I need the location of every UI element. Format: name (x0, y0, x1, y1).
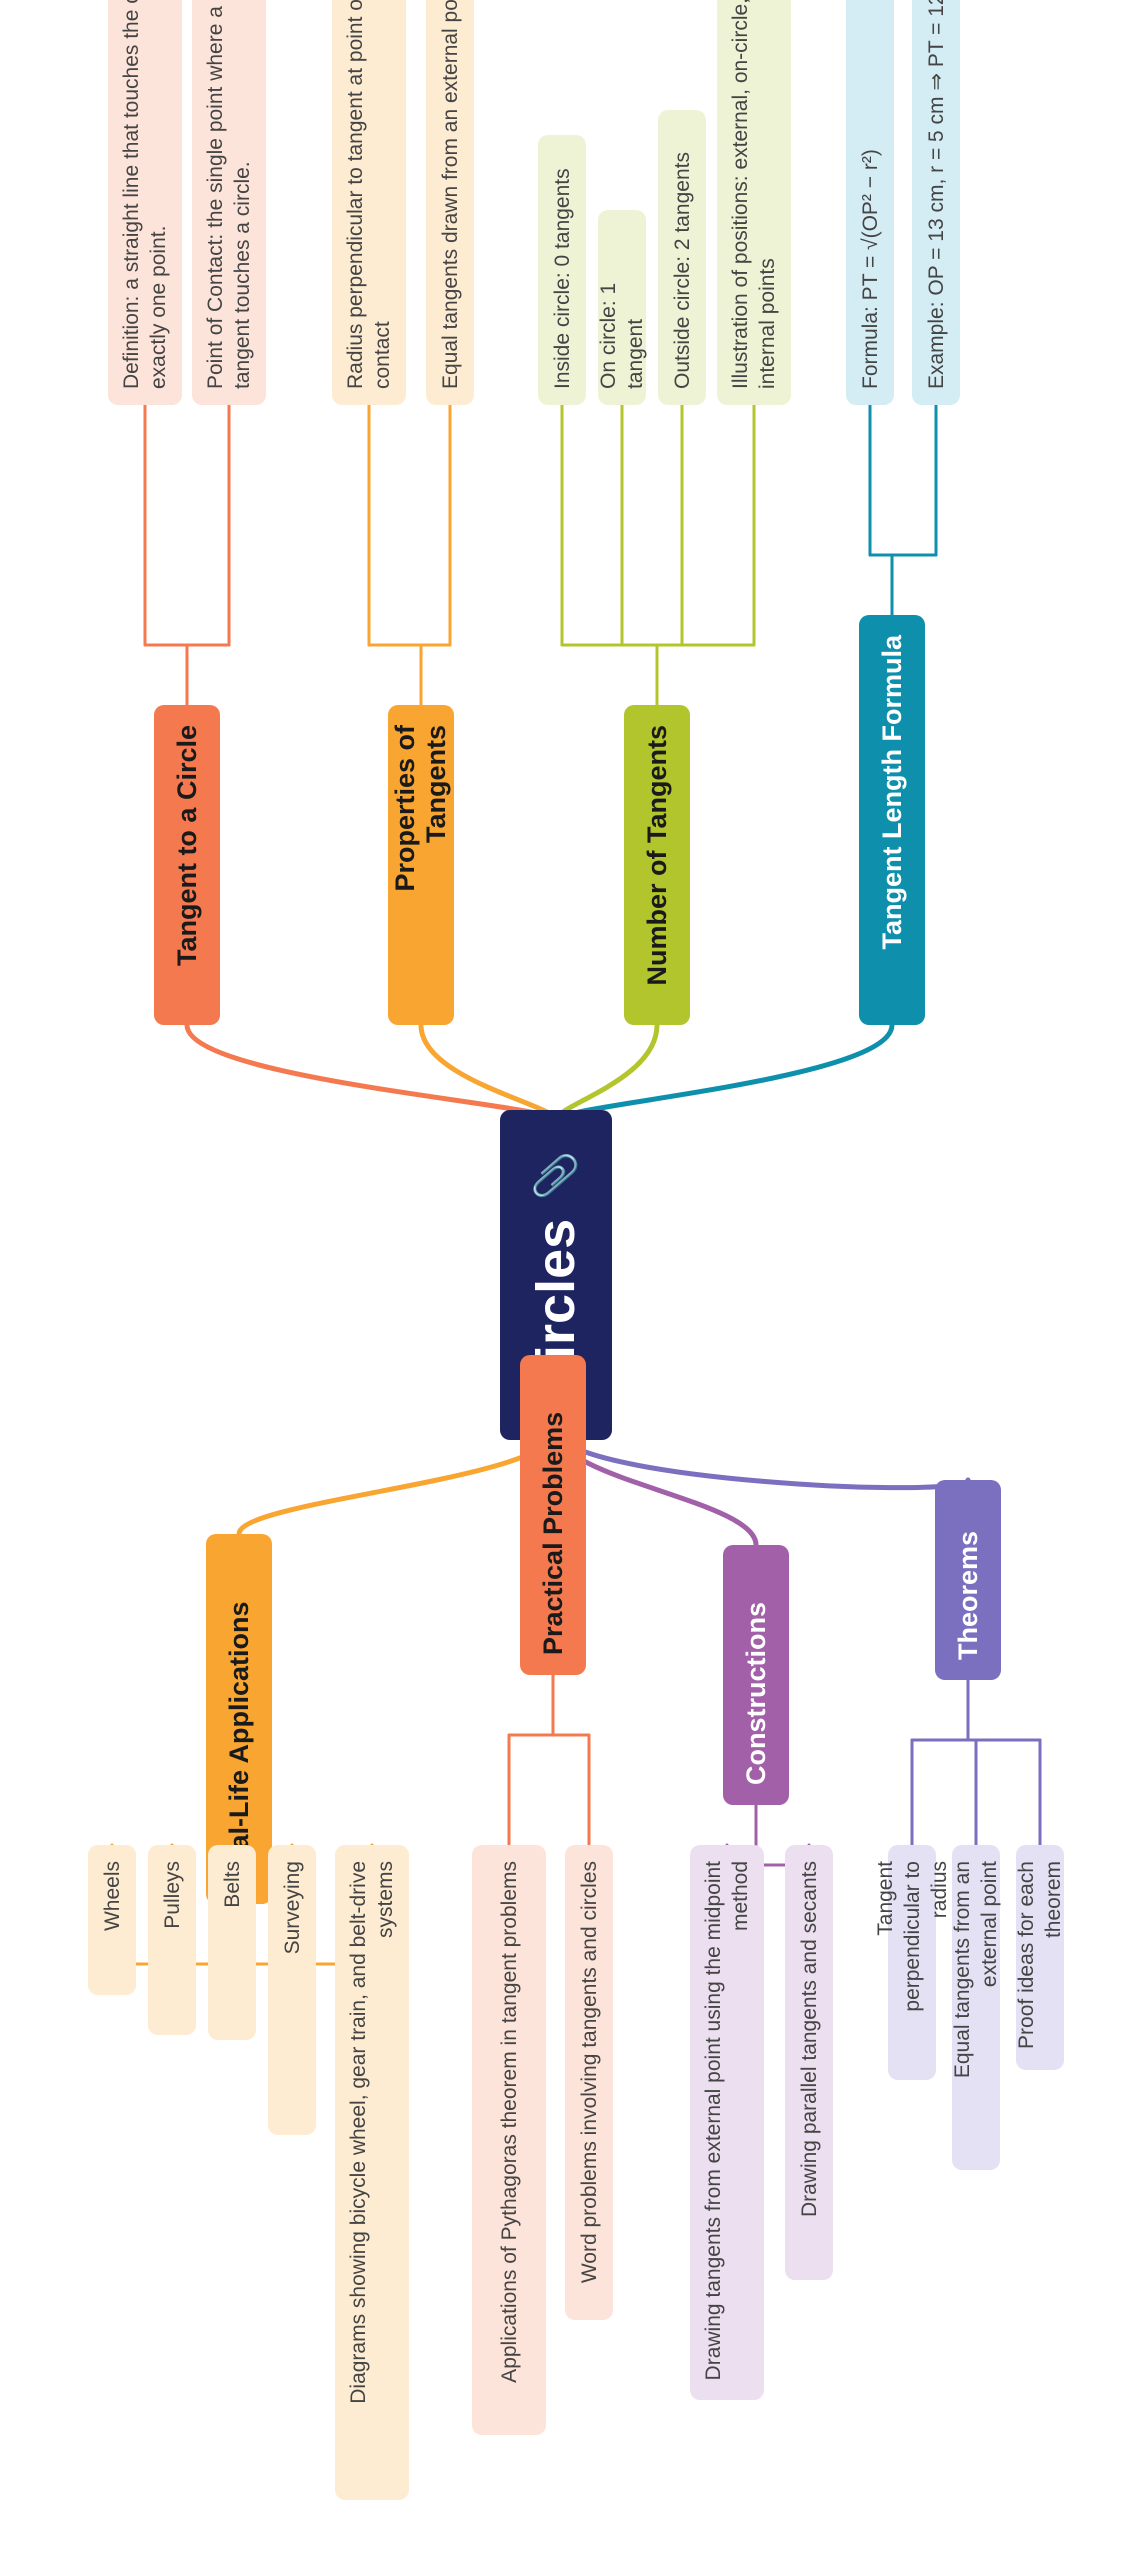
leaf-node[interactable]: Tangent perpendicular to radius (874, 1845, 951, 2080)
leaf-text: Diagrams showing bicycle wheel, gear tra… (347, 1861, 397, 2404)
leaf-node[interactable]: Drawing tangents from external point usi… (690, 1845, 764, 2400)
leaf-text: Drawing parallel tangents and secants (797, 1861, 821, 2218)
leaf-text: Surveying (280, 1861, 304, 1955)
leaf-text: Radius perpendicular to tangent at point… (344, 0, 394, 389)
leaf-node[interactable]: Diagrams showing bicycle wheel, gear tra… (335, 1845, 409, 2500)
leaf-text: Point of Contact: the single point where… (204, 6, 254, 389)
leaf-node[interactable]: Example: OP = 13 cm, r = 5 cm ⇒ PT = 12 … (912, 0, 960, 405)
leaf-text: Example: OP = 13 cm, r = 5 cm ⇒ PT = 12 … (924, 0, 948, 389)
branch-tangent-length-formula[interactable]: Tangent Length Formula (859, 615, 925, 1025)
leaf-text: Pulleys (160, 1861, 184, 1929)
branch-constructions[interactable]: Constructions (723, 1545, 789, 1805)
leaf-text: Formula: PT = √(OP² − r²) (858, 149, 882, 389)
connector-line (184, 1022, 559, 1123)
branch-properties-of-tangents[interactable]: Properties of Tangents (388, 705, 454, 1025)
branch-practical-problems[interactable]: Practical Problems (520, 1355, 586, 1675)
leaf-node[interactable]: Belts (208, 1845, 256, 2040)
leaf-text: Wheels (100, 1861, 124, 1932)
leaf-node[interactable]: Point of Contact: the single point where… (192, 0, 266, 405)
branch-label: Properties of Tangents (390, 725, 451, 892)
leaf-node[interactable]: Pulleys (148, 1845, 196, 2035)
leaf-text: Equal tangents drawn from an external po… (438, 0, 462, 389)
leaf-node[interactable]: Surveying (268, 1845, 316, 2135)
leaf-text: Applications of Pythagoras theorem in ta… (497, 1861, 521, 2383)
connector-line (553, 1427, 971, 1491)
branch-theorems[interactable]: Theorems (935, 1480, 1001, 1680)
leaf-text: Belts (220, 1861, 244, 1908)
branch-label: Real-Life Applications (223, 1601, 254, 1884)
leaf-node[interactable]: Equal tangents from an external point (951, 1845, 1001, 2170)
leaf-node[interactable]: Outside circle: 2 tangents (658, 110, 706, 405)
paperclip-icon: 📎 (534, 1151, 578, 1201)
branch-number-of-tangents[interactable]: Number of Tangents (624, 705, 690, 1025)
branch-label: Number of Tangents (641, 725, 672, 986)
connector-line (553, 1427, 759, 1548)
leaf-text: Equal tangents from an external point (951, 1861, 1001, 2079)
leaf-node[interactable]: Wheels (88, 1845, 136, 1995)
branch-label: Theorems (952, 1530, 983, 1660)
leaf-node[interactable]: Definition: a straight line that touches… (108, 0, 182, 405)
leaf-node[interactable]: Inside circle: 0 tangents (538, 135, 586, 405)
leaf-node[interactable]: Applications of Pythagoras theorem in ta… (472, 1845, 546, 2435)
leaf-text: Word problems involving tangents and cir… (577, 1861, 601, 2284)
leaf-node[interactable]: Formula: PT = √(OP² − r²) (846, 0, 894, 405)
leaf-text: Definition: a straight line that touches… (120, 0, 170, 389)
branch-label: Tangent to a Circle (171, 725, 202, 967)
leaf-node[interactable]: On circle: 1 tangent (597, 210, 647, 405)
leaf-node[interactable]: Drawing parallel tangents and secants (785, 1845, 833, 2280)
leaf-text: Inside circle: 0 tangents (550, 168, 574, 389)
leaf-node[interactable]: Word problems involving tangents and cir… (565, 1845, 613, 2320)
leaf-text: Illustration of positions: external, on-… (729, 0, 779, 389)
leaf-text: Tangent perpendicular to radius (873, 1861, 951, 2012)
leaf-node[interactable]: Illustration of positions: external, on-… (717, 0, 791, 405)
connector-line (553, 1022, 895, 1123)
branch-label: Practical Problems (537, 1411, 568, 1655)
leaf-node[interactable]: Equal tangents drawn from an external po… (426, 0, 474, 405)
branch-label: Constructions (740, 1601, 771, 1785)
leaf-node[interactable]: Proof ideas for each theorem (1015, 1845, 1065, 2070)
leaf-text: Proof ideas for each theorem (1015, 1861, 1065, 2049)
leaf-text: Drawing tangents from external point usi… (702, 1861, 752, 2381)
leaf-text: Outside circle: 2 tangents (670, 152, 694, 389)
branch-label: Tangent Length Formula (876, 635, 907, 950)
connector-line (236, 1427, 559, 1537)
leaf-node[interactable]: Radius perpendicular to tangent at point… (332, 0, 406, 405)
leaf-text: On circle: 1 tangent (597, 282, 647, 389)
branch-tangent-to-a-circle[interactable]: Tangent to a Circle (154, 705, 220, 1025)
